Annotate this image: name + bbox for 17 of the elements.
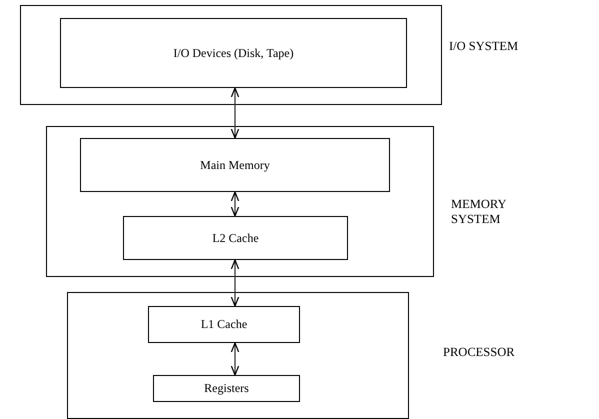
component-box xyxy=(60,18,407,88)
double-arrow xyxy=(230,342,240,376)
component-label: Main Memory xyxy=(200,158,270,172)
component-box xyxy=(80,138,390,192)
component-box xyxy=(148,306,300,343)
double-arrow xyxy=(230,87,240,139)
component-label: Registers xyxy=(204,381,249,396)
system-label: I/O SYSTEM xyxy=(449,39,520,54)
double-arrow xyxy=(230,259,240,307)
component-box xyxy=(153,375,300,402)
system-label: MEMORY SYSTEM xyxy=(451,197,508,227)
component-label: I/O Devices (Disk, Tape) xyxy=(173,46,294,60)
component-label: L1 Cache xyxy=(200,317,248,332)
system-label: PROCESSOR xyxy=(443,345,516,360)
double-arrow xyxy=(230,191,240,217)
component-box xyxy=(123,216,348,260)
component-label: L2 Cache xyxy=(212,230,259,246)
